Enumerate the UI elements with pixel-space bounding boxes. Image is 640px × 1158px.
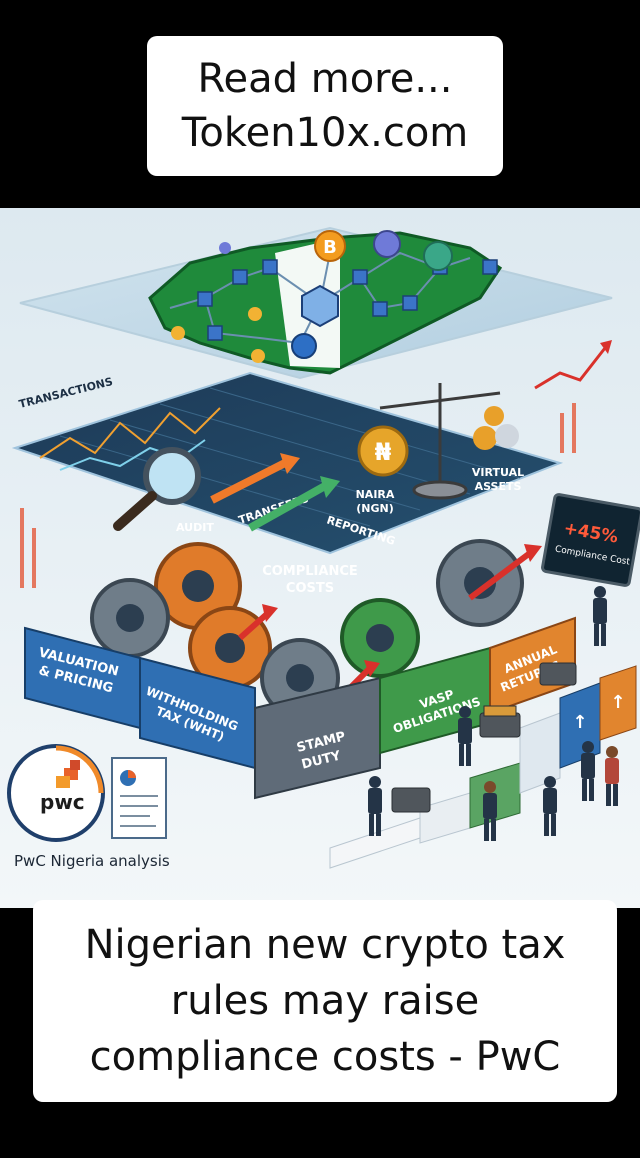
naira-coin-icon: ₦ (375, 438, 392, 466)
compliance-cost-monitor: +45% Compliance Cost (541, 493, 640, 587)
svg-text:↑: ↑ (610, 692, 625, 713)
headline-line-3: compliance costs - PwC (89, 1034, 561, 1080)
headline-line-2: rules may raise (170, 978, 480, 1024)
site-url-text[interactable]: Token10x.com (181, 110, 469, 156)
virtual-label: VIRTUAL (472, 466, 524, 479)
compliance-label: COMPLIANCE (262, 564, 358, 579)
bitcoin-coin-icon: B (323, 237, 337, 258)
audit-label: AUDIT (176, 521, 214, 534)
magnifier-icon (113, 447, 201, 531)
costs-label: COSTS (286, 581, 334, 596)
pwc-logo-text: pwc (40, 790, 85, 814)
crypto-tax-illustration: B TRANSACTIONS AUDIT TRANSFERS REPORTING (0, 208, 640, 908)
naira-code-label: (NGN) (356, 502, 394, 515)
pwc-caption-text: PwC Nigeria analysis (14, 852, 170, 870)
headline-line-1: Nigerian new crypto tax (84, 922, 566, 968)
gears-row (90, 539, 542, 718)
business-people (368, 586, 619, 841)
read-more-text: Read more... (197, 56, 453, 102)
read-more-banner[interactable]: Read more... Token10x.com (147, 36, 503, 176)
assets-label: ASSETS (475, 480, 522, 493)
nigeria-map-layer: B (19, 226, 613, 380)
headline-banner: Nigerian new crypto tax rules may raise … (33, 900, 617, 1102)
naira-label: NAIRA (356, 488, 395, 501)
pwc-badge: pwc (7, 744, 105, 842)
balance-scale-icon (379, 383, 501, 500)
report-document-icon (111, 757, 167, 839)
svg-text:↑: ↑ (572, 712, 587, 733)
mining-carts (391, 662, 577, 813)
